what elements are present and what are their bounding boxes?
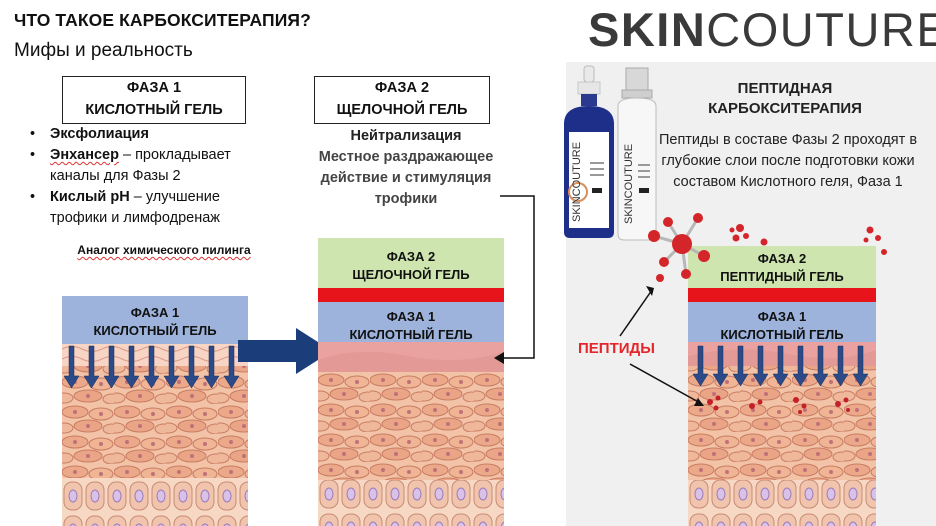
neutralization-text: Нейтрализация Местное раздражающее дейст…: [298, 126, 514, 210]
diagram-peptide: ФАЗА 2 ПЕПТИДНЫЙ ГЕЛЬ ФАЗА 1 КИСЛОТНЫЙ Г…: [688, 246, 876, 526]
phase2-box-line2: ЩЕЛОЧНОЙ ГЕЛЬ: [336, 102, 468, 118]
phase1-gel-layer: ФАЗА 1 КИСЛОТНЫЙ ГЕЛЬ: [62, 296, 248, 344]
phase1-box-line2: КИСЛОТНЫЙ ГЕЛЬ: [85, 102, 223, 118]
brand-logo: SKINCOUTURE: [588, 3, 936, 56]
reaction-bar: [318, 288, 504, 302]
return-arrow-icon: [494, 195, 535, 364]
diagram-phase2: ФАЗА 2 ЩЕЛОЧНОЙ ГЕЛЬ ФАЗА 1 КИСЛОТНЫЙ ГЕ…: [318, 238, 504, 526]
phase1-benefits-list: •Эксфолиация •Энхансер – прокладывает ка…: [24, 124, 274, 229]
list-item: •Энхансер – прокладывает каналы для Фазы…: [30, 147, 231, 184]
neutralization-title: Нейтрализация: [350, 128, 462, 144]
phase1-gel-layer-3: ФАЗА 1 КИСЛОТНЫЙ ГЕЛЬ: [688, 302, 876, 346]
phase2-box: ФАЗА 2 ЩЕЛОЧНОЙ ГЕЛЬ: [314, 76, 490, 124]
peptide-molecules-icon: [648, 213, 887, 282]
peptide-panel-title: ПЕПТИДНАЯ КАРБОКСИТЕРАПИЯ: [708, 80, 862, 117]
peptide-dots: [707, 395, 850, 414]
peel-note: Аналог химического пилинга: [77, 243, 251, 257]
list-item: •Эксфолиация: [24, 124, 274, 145]
bottle2-label: SKINCOUTURE: [623, 144, 635, 224]
bottle1-label: SKINCOUTURE: [571, 142, 583, 222]
peptide-gel-layer: ФАЗА 2 ПЕПТИДНЫЙ ГЕЛЬ: [688, 246, 876, 288]
big-arrow-icon: [238, 328, 332, 374]
peptide-panel-description: Пептиды в составе Фазы 2 проходят в глуб…: [658, 132, 918, 190]
peptides-label: ПЕПТИДЫ: [578, 340, 655, 357]
neutralization-desc: Местное раздражающее действие и стимуляц…: [318, 149, 494, 207]
phase2-bottle-image: SKINCOUTURE: [617, 67, 657, 241]
phase2-box-line1: ФАЗА 2: [374, 80, 430, 96]
bullet-icon: •: [30, 189, 36, 205]
phase1-box-line1: ФАЗА 1: [126, 80, 182, 96]
bullet-icon: •: [30, 126, 36, 142]
page-title: ЧТО ТАКОЕ КАРБОКСИТЕРАПИЯ?: [14, 10, 311, 30]
list-item: •Кислый pH – улучшение трофики и лимфодр…: [30, 189, 220, 226]
page-subtitle: Мифы и реальность: [14, 40, 193, 61]
phase1-arrows: [63, 345, 240, 389]
peptide-pointer-arrows: [619, 286, 704, 406]
peptide-arrows: [692, 345, 869, 387]
bullet-icon: •: [30, 147, 36, 163]
phase1-box: ФАЗА 1 КИСЛОТНЫЙ ГЕЛЬ: [62, 76, 246, 124]
phase2-gel-layer: ФАЗА 2 ЩЕЛОЧНОЙ ГЕЛЬ: [318, 238, 504, 288]
phase1-bottle-image: SKINCOUTURE: [564, 65, 614, 238]
reaction-bar-2: [688, 288, 876, 302]
phase1-gel-layer-2: ФАЗА 1 КИСЛОТНЫЙ ГЕЛЬ: [318, 302, 504, 346]
diagram-phase1: ФАЗА 1 КИСЛОТНЫЙ ГЕЛЬ: [62, 296, 248, 526]
